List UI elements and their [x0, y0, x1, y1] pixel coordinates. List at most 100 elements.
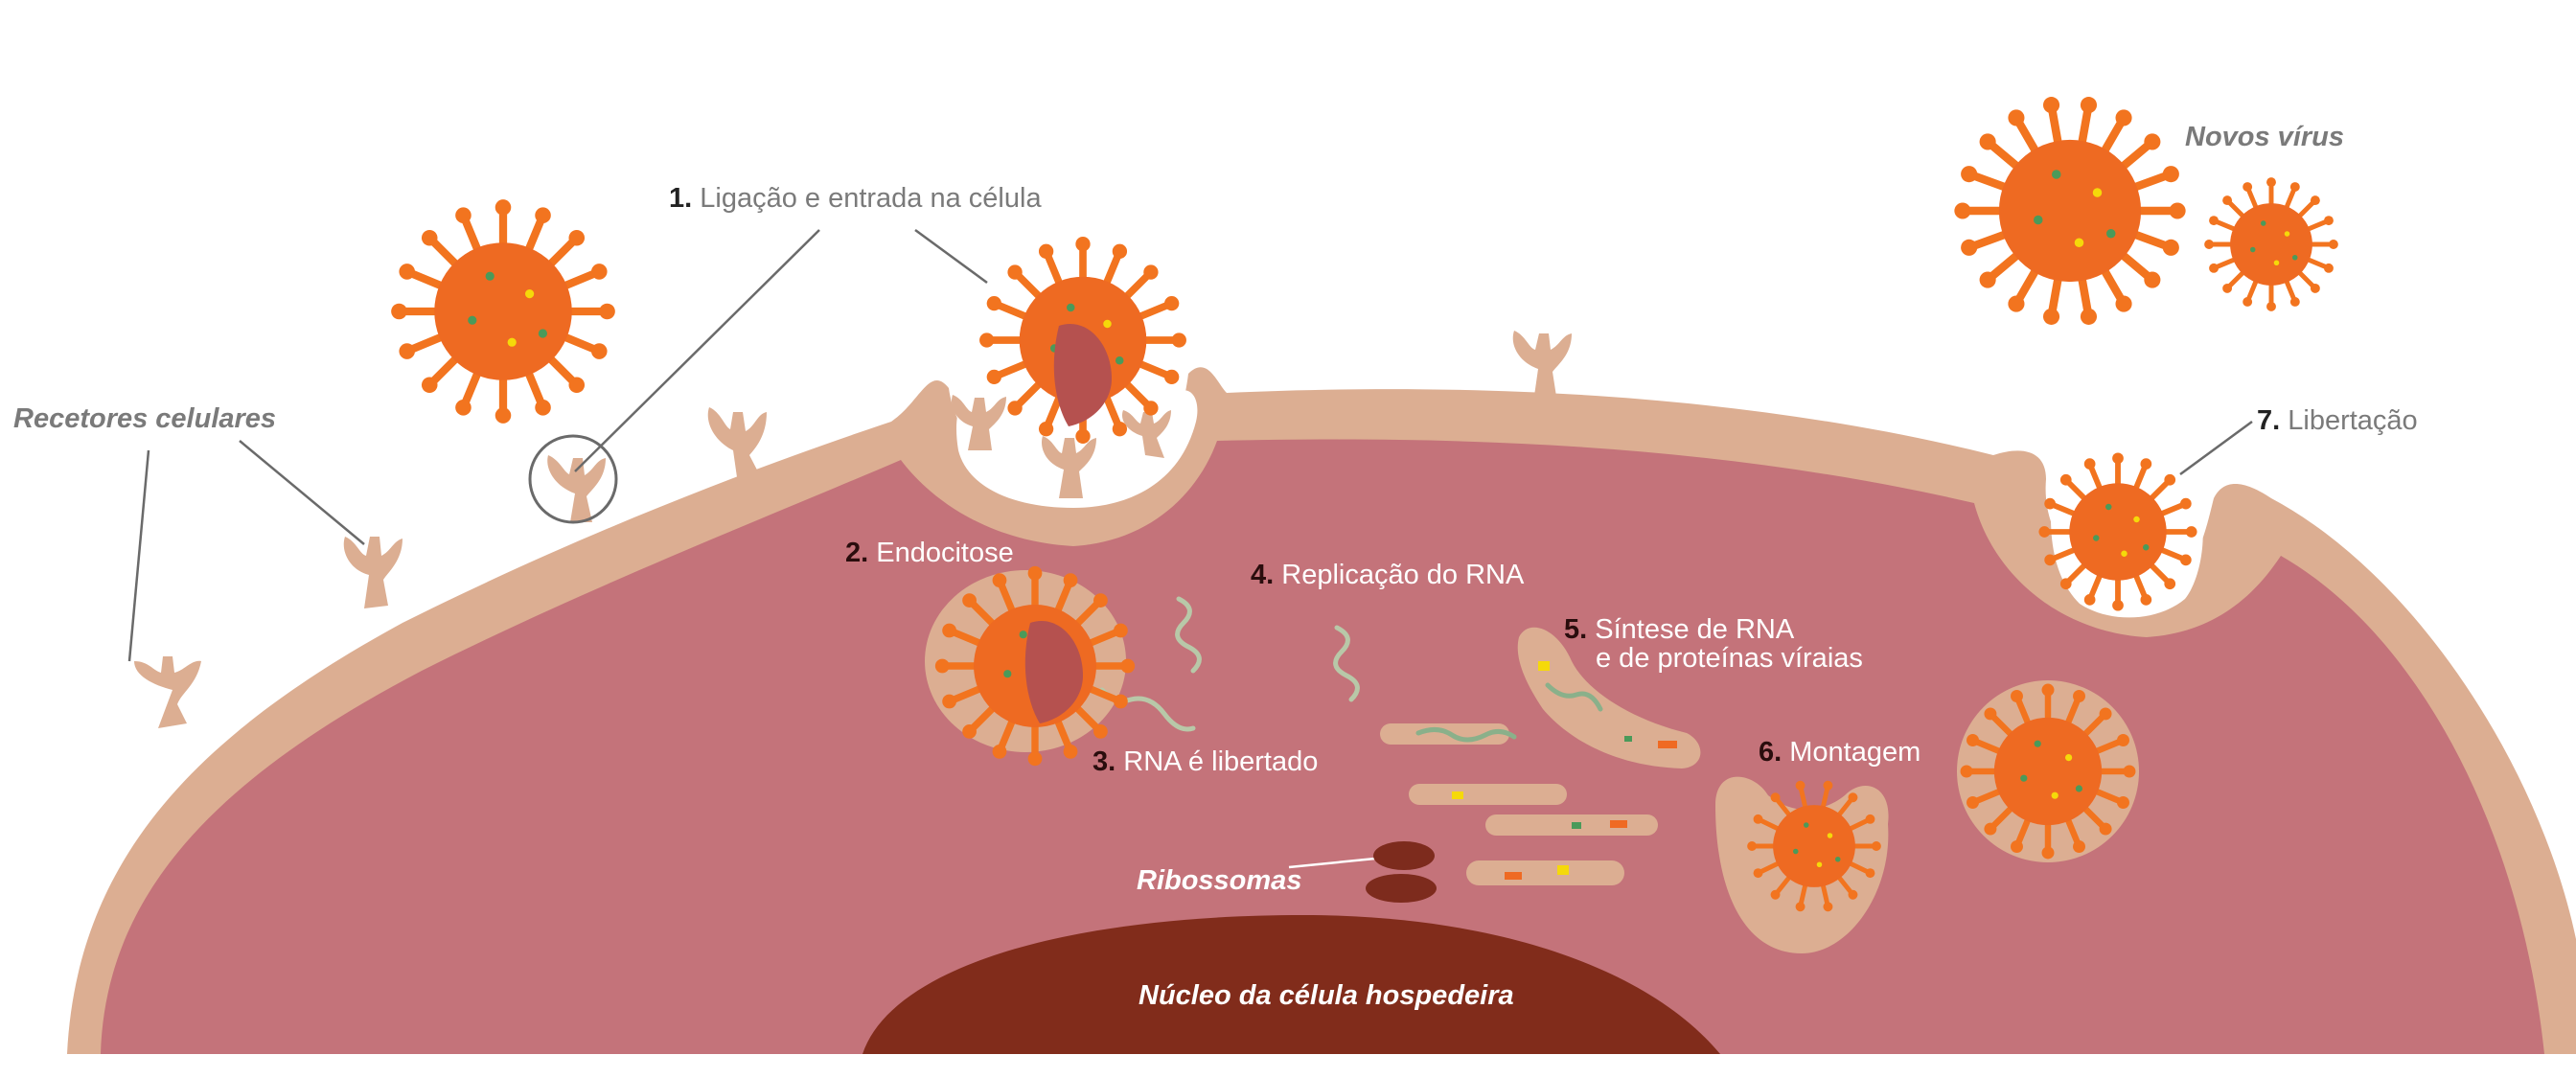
spike-tip — [942, 694, 956, 709]
uncoating-overlays — [1024, 324, 1112, 723]
spike-tip — [1753, 868, 1763, 879]
receptor — [343, 537, 402, 608]
receptor — [1121, 410, 1171, 458]
surface-protein — [2052, 170, 2061, 179]
receptor-highlight-circle — [528, 434, 618, 524]
coronavirus-particle — [391, 199, 615, 424]
leader-line — [914, 228, 988, 285]
step-7-label: 7. Libertação — [2257, 404, 2418, 437]
spike-tip — [1164, 369, 1180, 385]
spike-tip — [1966, 796, 1979, 809]
spike-tip — [2008, 109, 2025, 126]
surface-protein — [2065, 754, 2073, 762]
viral-capsid-opening — [1024, 621, 1083, 723]
receptors-label: Recetores celulares — [13, 403, 277, 434]
spike-tip — [535, 400, 551, 416]
surface-protein — [2292, 255, 2298, 261]
leader-line — [127, 449, 150, 662]
nucleus-label: Núcleo da célula hospedeira — [1138, 980, 1514, 1011]
spike-tip — [2310, 283, 2320, 293]
spike-tip — [2038, 526, 2051, 538]
virus-envelope — [1773, 805, 1855, 887]
surface-protein — [2273, 260, 2280, 265]
surface-protein — [507, 337, 517, 347]
spike-tip — [962, 593, 977, 608]
surface-protein — [1103, 319, 1112, 329]
surface-protein — [2020, 774, 2028, 782]
spike-tip — [421, 377, 438, 394]
spike-tip — [2242, 182, 2253, 192]
spike-tip — [421, 229, 438, 246]
protein-speck — [1624, 736, 1632, 742]
surface-protein — [2121, 550, 2128, 557]
spike-tip — [2041, 683, 2055, 697]
host-nucleus — [862, 915, 1720, 1054]
receptor — [707, 407, 767, 484]
spike-tip — [2289, 182, 2300, 192]
spike-tip — [2080, 97, 2098, 114]
step-6-text: Montagem — [1789, 737, 1921, 768]
spike-tip — [2011, 690, 2023, 702]
spike-tip — [1979, 133, 1996, 150]
surface-protein — [2093, 535, 2100, 541]
virus-envelope — [434, 242, 572, 380]
spike-tip — [2169, 202, 2186, 219]
leader-line — [2179, 420, 2253, 476]
receptor-group — [134, 331, 1572, 728]
spike-tip — [1038, 243, 1054, 259]
step-5-number: 5. — [1564, 614, 1588, 645]
surface-protein — [525, 289, 535, 299]
spike-tip — [2180, 554, 2192, 566]
surface-protein — [2092, 188, 2103, 197]
spike-tip — [2083, 458, 2096, 470]
spike-tip — [2185, 526, 2197, 538]
spike-tip — [2112, 599, 2124, 611]
rna-strands — [1099, 596, 1603, 743]
coronavirus-particle — [1747, 780, 1881, 912]
spike-tip — [2059, 578, 2072, 590]
spike-tip — [568, 229, 586, 246]
spike-tip — [591, 343, 608, 359]
spike-tip — [535, 207, 551, 223]
spike-tip — [1795, 780, 1806, 791]
surface-protein — [2074, 238, 2084, 247]
spike-tip — [494, 407, 512, 424]
spike-tip — [2140, 458, 2152, 470]
spike-tip — [1063, 745, 1078, 759]
spike-tip — [2140, 594, 2152, 606]
spike-tip — [1823, 780, 1833, 791]
receptor — [134, 656, 201, 728]
step-5-label: 5. Síntese de RNA — [1564, 613, 1794, 646]
spike-tip — [2008, 295, 2025, 312]
step-1-number: 1. — [669, 183, 693, 214]
protein-speck — [1505, 872, 1522, 880]
leader-lines — [127, 228, 2253, 869]
spike-tip — [1114, 623, 1128, 638]
ribosome-small — [1366, 874, 1437, 903]
step-5-text: Síntese de RNA — [1595, 614, 1795, 645]
surface-protein — [2250, 246, 2256, 253]
spike-tip — [2164, 473, 2176, 486]
surface-protein — [468, 315, 477, 325]
spike-tip — [2042, 97, 2060, 114]
spike-tip — [1960, 765, 1973, 778]
protein-speck — [1538, 661, 1550, 671]
spike-tip — [992, 745, 1007, 759]
spike-tip — [2242, 297, 2253, 307]
spike-tip — [1747, 841, 1758, 851]
spike-tip — [934, 658, 950, 674]
spike-tip — [1823, 902, 1833, 912]
spike-tip — [2144, 271, 2161, 288]
receptor — [547, 455, 606, 522]
spike-tip — [2041, 846, 2055, 860]
protein-speck — [1572, 822, 1581, 829]
leader-line — [574, 229, 820, 472]
spike-tip — [1966, 734, 1979, 746]
spike-tip — [591, 264, 608, 280]
spike-tip — [1848, 889, 1858, 900]
surface-protein — [2106, 229, 2116, 239]
surface-protein — [1835, 857, 1841, 862]
spike-tip — [1063, 573, 1078, 587]
step-7-text: Libertação — [2288, 405, 2418, 436]
spike-tip — [2266, 177, 2276, 188]
